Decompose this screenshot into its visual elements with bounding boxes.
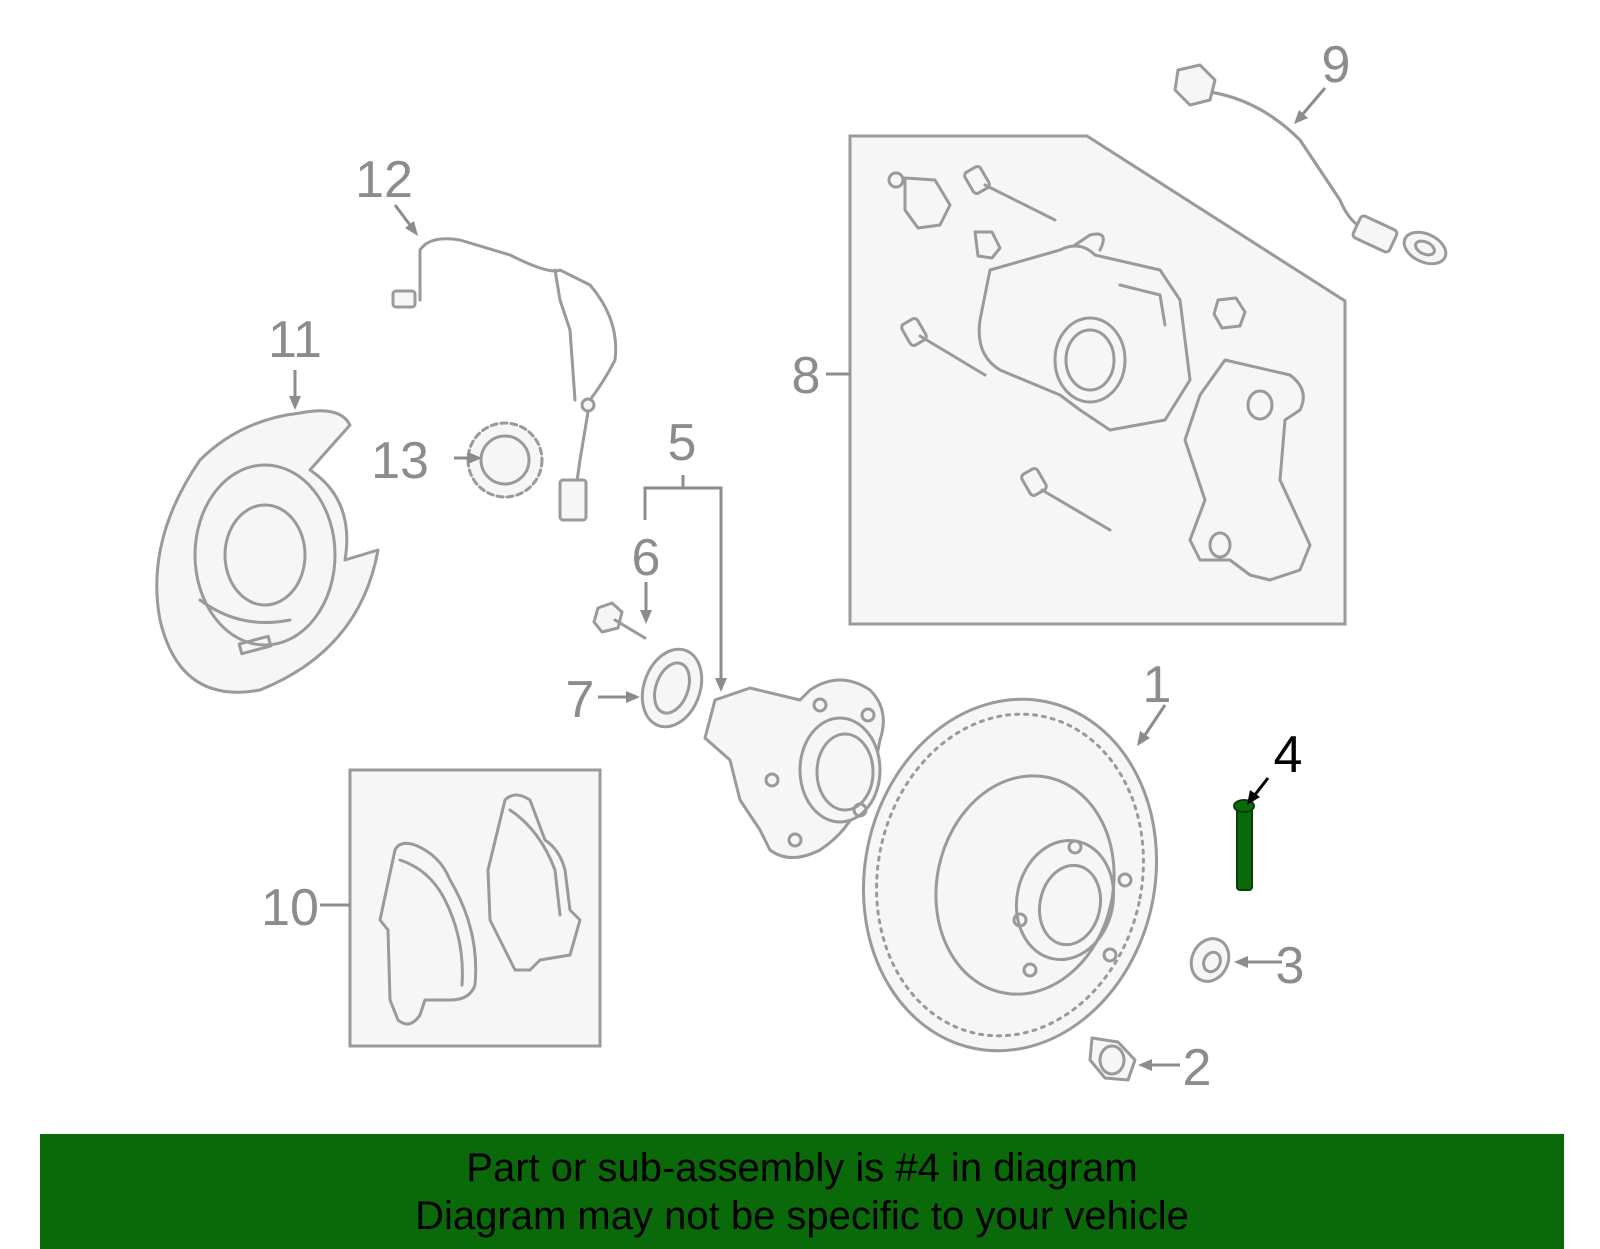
- backing-plate: [155, 409, 380, 694]
- banner-line-1: Part or sub-assembly is #4 in diagram: [466, 1146, 1138, 1190]
- callout-4: 4: [1274, 726, 1303, 784]
- hub-bolt: [592, 601, 647, 640]
- callout-10: 10: [261, 879, 319, 937]
- bolt-1: [963, 165, 1057, 222]
- bolt-3: [1020, 467, 1112, 532]
- leader-lines: [289, 87, 1327, 1071]
- callout-12: 12: [355, 151, 413, 209]
- callout-1: 1: [1143, 656, 1172, 714]
- caliper-assembly-box: [848, 134, 1347, 626]
- brake-hose: [1173, 63, 1448, 266]
- callout-5: 5: [668, 414, 697, 472]
- nut: [1189, 937, 1231, 983]
- brake-pads-box: [348, 768, 602, 1048]
- callout-9: 9: [1322, 36, 1351, 94]
- seal: [640, 647, 704, 729]
- callout-2: 2: [1183, 1039, 1212, 1097]
- bolt-2: [900, 317, 987, 377]
- hub: [703, 678, 885, 859]
- callout-6: 6: [632, 529, 661, 587]
- plug: [1088, 1036, 1137, 1082]
- abs-sensor: [391, 237, 618, 522]
- banner-line-2: Diagram may not be specific to your vehi…: [415, 1194, 1189, 1238]
- callout-8: 8: [792, 347, 821, 405]
- brake-rotor: [861, 697, 1159, 1053]
- info-banner: Part or sub-assembly is #4 in diagram Di…: [40, 1134, 1564, 1249]
- callout-11: 11: [268, 311, 322, 369]
- wheel-stud-highlighted: [1233, 799, 1255, 891]
- tone-ring: [466, 421, 544, 499]
- callout-3: 3: [1276, 937, 1305, 995]
- callout-7: 7: [566, 671, 595, 729]
- callout-13: 13: [371, 432, 429, 490]
